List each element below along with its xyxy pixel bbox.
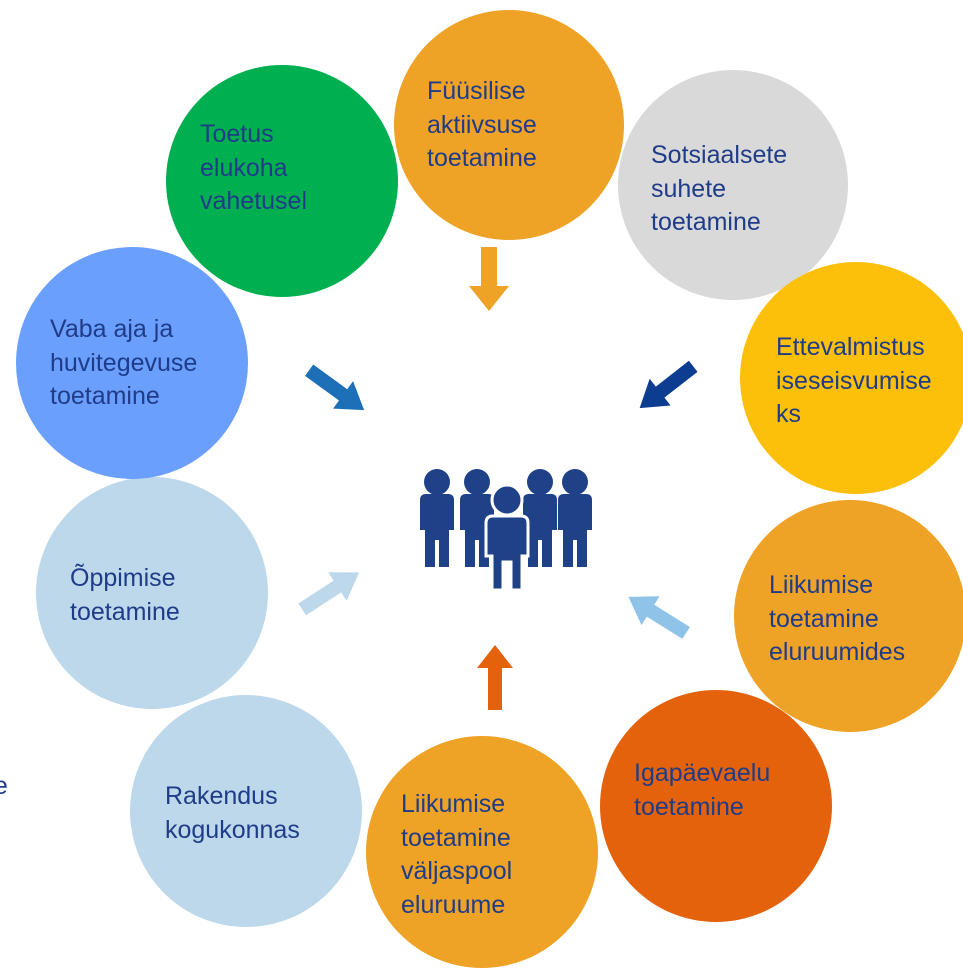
arrow-top-right xyxy=(639,360,698,409)
node-label-oppimise: Õppimise toetamine xyxy=(70,564,180,626)
arrow-left xyxy=(298,572,360,616)
node-igapaevaelu xyxy=(600,690,832,922)
node-label-vaba-aja: Vaba aja ja huvitegevuse toetamine xyxy=(50,315,198,410)
node-label-fyysilise: Füüsilise aktiivsuse toetamine xyxy=(427,77,537,172)
node-label-sotsiaalsete: Sotsiaalsete suhete toetamine xyxy=(651,141,788,236)
node-sotsiaalsete xyxy=(618,70,848,300)
arrow-top-left xyxy=(304,364,365,411)
node-label-liikumise-valjaspool: Liikumise toetamine väljaspool eluruume xyxy=(401,790,513,919)
node-liikumise-valjaspool xyxy=(366,736,598,968)
edge-text-fragment: ne xyxy=(0,772,8,800)
node-label-liikumise-eluruumides: Liikumise toetamine eluruumides xyxy=(769,571,906,666)
node-liikumise-eluruumides xyxy=(734,500,963,732)
node-label-ettevalmistus: Ettevalmistus iseseisvumise ks xyxy=(776,333,932,428)
arrow-right xyxy=(628,596,690,639)
node-ettevalmistus xyxy=(740,262,963,494)
node-label-rakendus: Rakendus kogukonnas xyxy=(165,782,300,844)
arrow-top xyxy=(469,247,509,311)
people-group-icon xyxy=(420,469,592,592)
node-label-toetus: Toetus elukoha vahetusel xyxy=(200,120,308,215)
node-toetus xyxy=(166,65,398,297)
node-oppimise xyxy=(36,477,268,709)
node-vaba-aja xyxy=(16,247,248,479)
arrow-bottom xyxy=(477,645,513,710)
node-rakendus xyxy=(130,695,362,927)
node-label-igapaevaelu: Igapäevaelu toetamine xyxy=(634,759,771,821)
node-fyysilise xyxy=(394,10,624,240)
